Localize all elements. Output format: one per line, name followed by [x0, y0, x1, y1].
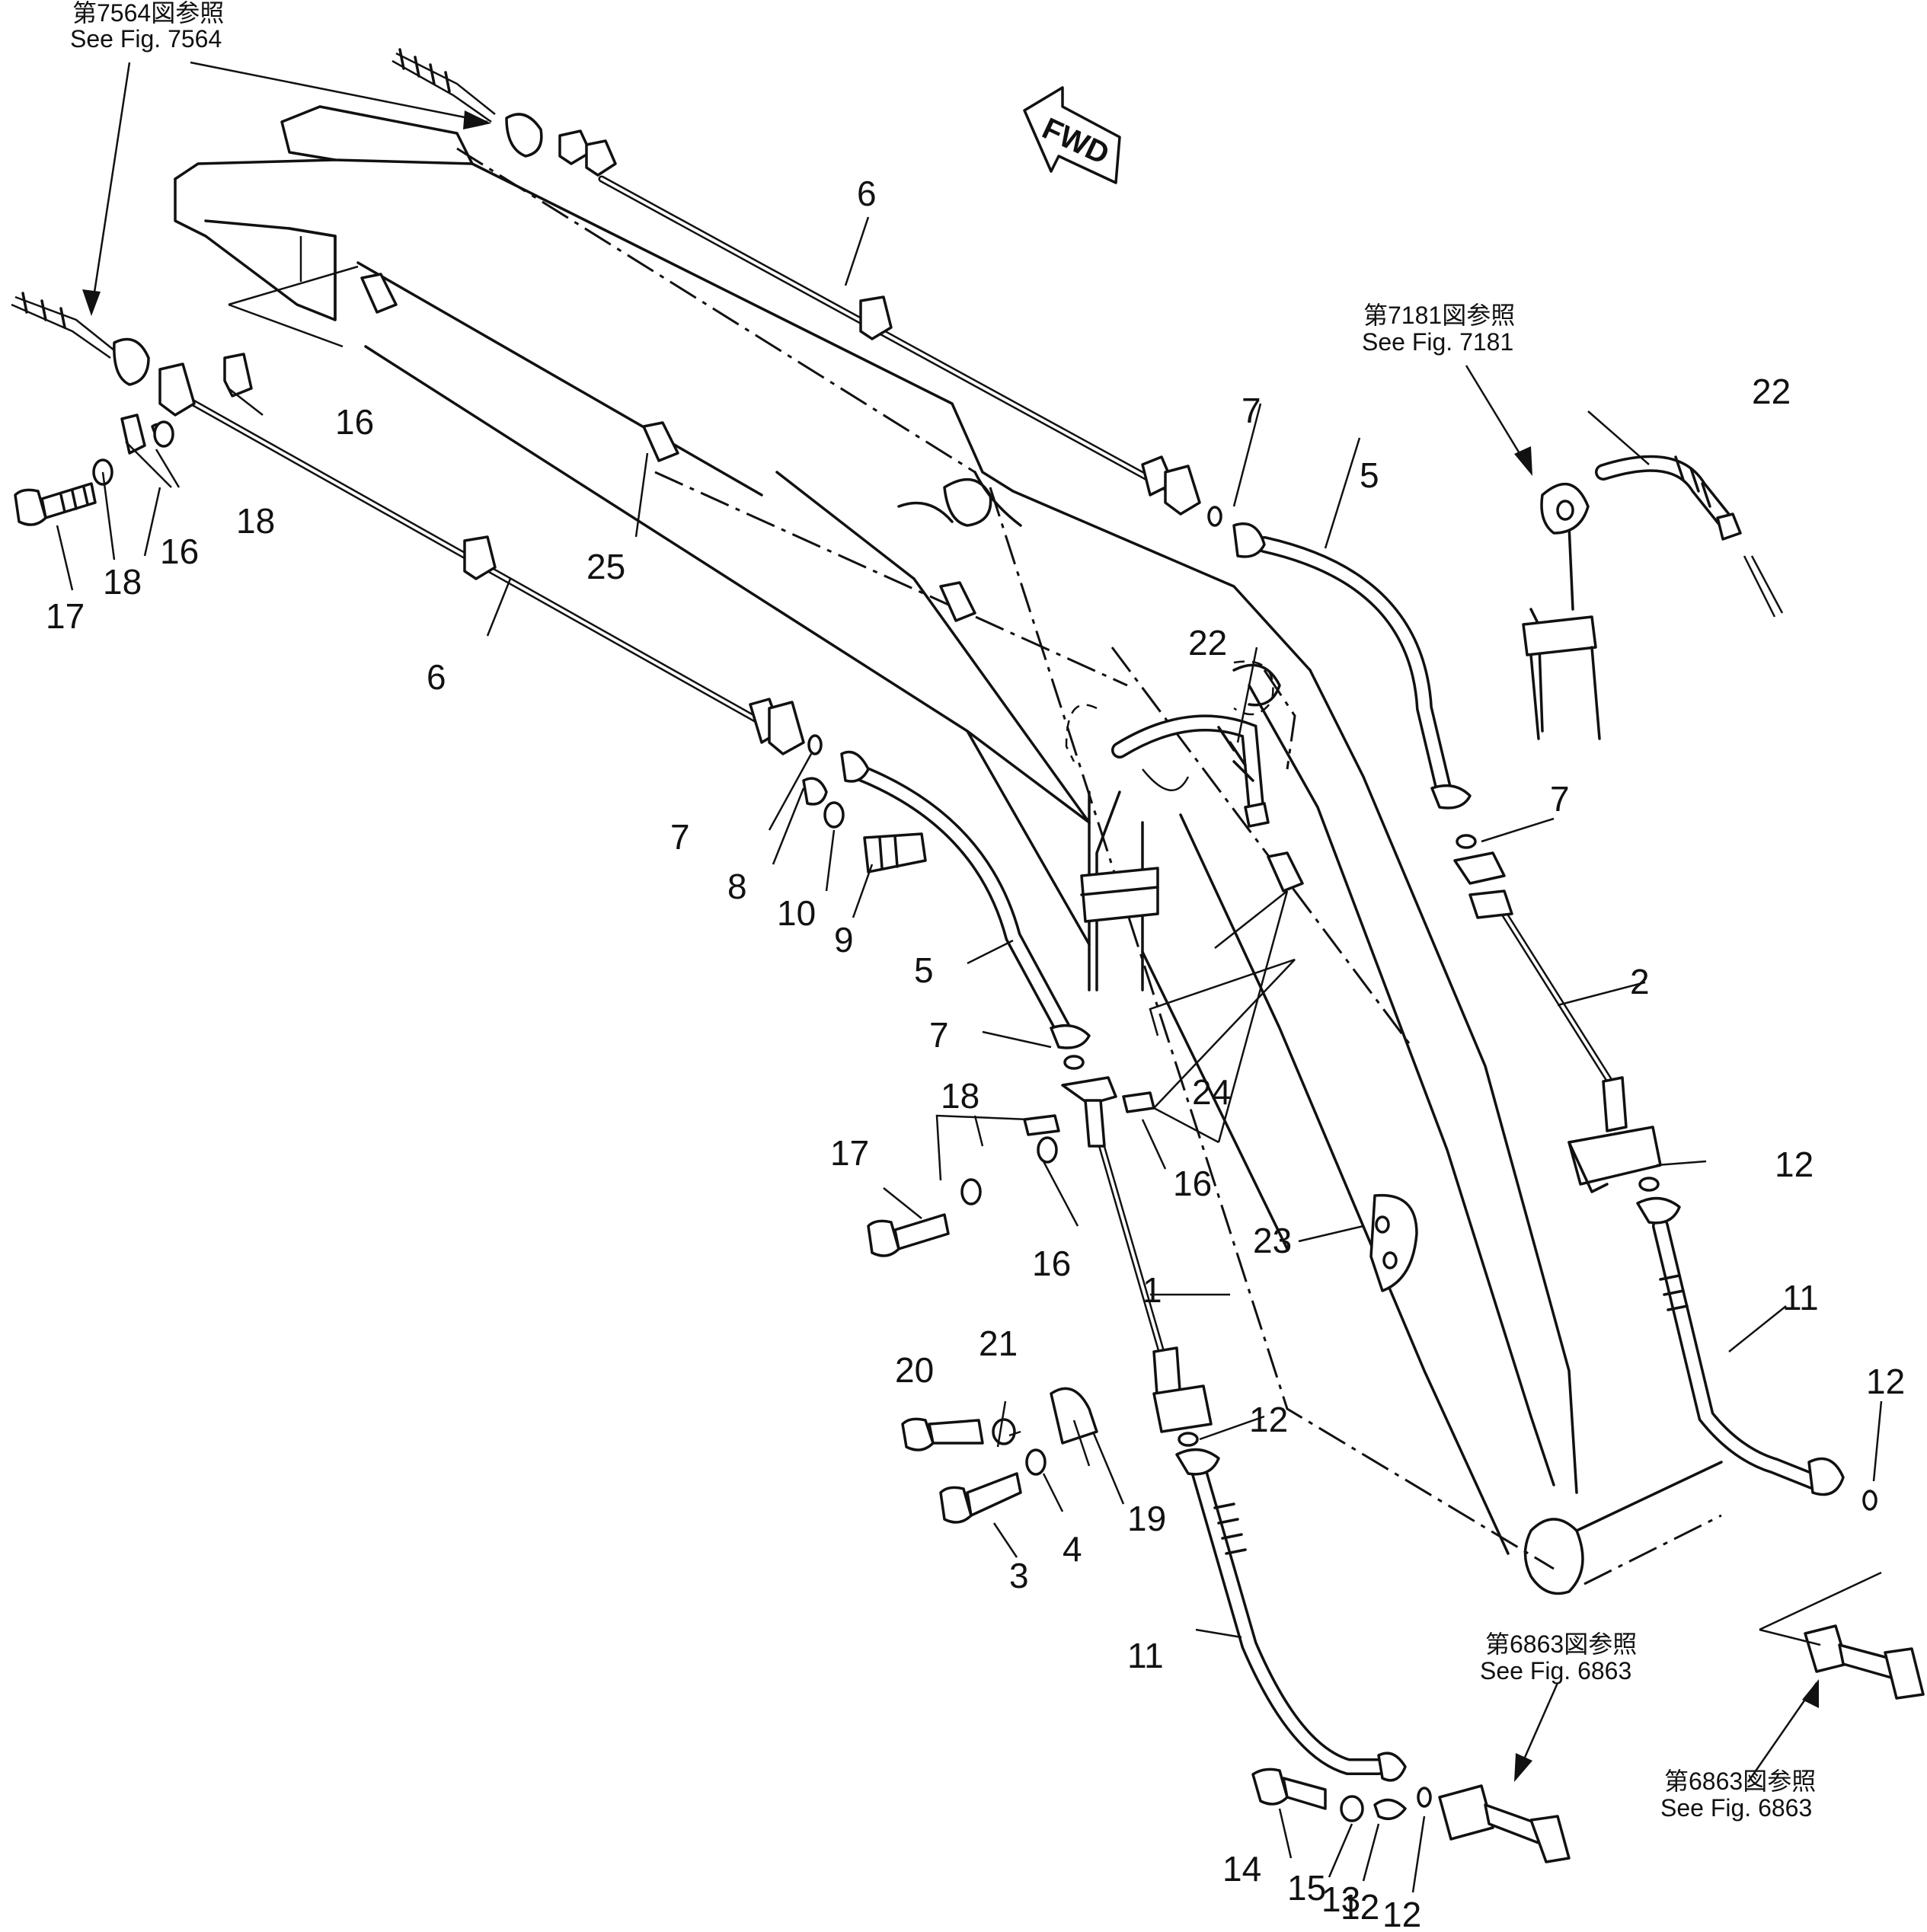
callout: 2: [1630, 962, 1650, 1001]
cylinder-head-lower-left: [11, 292, 150, 386]
callout: 15: [1287, 1868, 1326, 1908]
callout: 16: [160, 532, 199, 571]
bolt-9: [802, 777, 927, 873]
callout: 18: [941, 1076, 979, 1116]
clamp-parts: [120, 273, 1304, 1136]
bolt-17-lower: [867, 1136, 1058, 1257]
bolt-17-upper: [14, 420, 174, 526]
callout: 12: [1341, 1887, 1379, 1927]
callout: 7: [1550, 779, 1570, 819]
callout: 11: [1782, 1278, 1819, 1317]
boom-body: [174, 105, 1723, 1595]
hose-5-left: [840, 750, 1091, 1049]
callout: 9: [834, 920, 854, 960]
callout: 24: [1192, 1072, 1231, 1112]
callout: 4: [1063, 1529, 1082, 1569]
callout: 14: [1222, 1849, 1261, 1889]
callout: 16: [1032, 1244, 1071, 1283]
callout: 12: [1775, 1145, 1814, 1184]
callout: 6: [427, 657, 446, 697]
callout: 25: [586, 547, 625, 586]
callout: 12: [1249, 1400, 1288, 1439]
hose-11-left: [1175, 1448, 1407, 1782]
o-rings: [807, 506, 1660, 1447]
callout: 22: [1752, 372, 1791, 411]
callout: 19: [1127, 1499, 1166, 1538]
callout: 3: [1009, 1556, 1029, 1595]
callout: 5: [914, 950, 934, 990]
callout: 18: [103, 562, 142, 602]
hose-22-right: [1540, 455, 1784, 618]
callout: 13: [1321, 1879, 1360, 1919]
callout: 7: [929, 1015, 949, 1055]
callout: 7: [670, 817, 690, 857]
reference-label-6863-b: 第6863図参照 See Fig. 6863: [1660, 1768, 1816, 1822]
plate-23: [1369, 1193, 1418, 1292]
callout: 1: [1142, 1270, 1162, 1310]
callout: 20: [895, 1350, 934, 1390]
reference-label-7181: 第7181図参照 See Fig. 7181: [1362, 302, 1515, 356]
reference-arrowheads: [82, 110, 1819, 1782]
callout: 12: [1382, 1895, 1421, 1932]
tube-6-upper: [558, 129, 1201, 516]
callout: 17: [830, 1133, 869, 1173]
leader-lines: [56, 61, 1883, 1893]
reference-jp: 第6863図参照: [1485, 1630, 1637, 1658]
callout-numbers: 1 2 3 4 5 5 6 6 7 7 7 7 8 9 10 11 11 12 …: [46, 174, 1905, 1932]
cylinder-head-upper-left: [391, 48, 543, 158]
callout: 7: [1242, 391, 1261, 430]
callout: 23: [1253, 1221, 1292, 1260]
callout: 18: [236, 501, 275, 541]
callout: 8: [727, 867, 747, 906]
fwd-arrow: FWD: [1023, 86, 1121, 184]
reference-en: See Fig. 6863: [1480, 1657, 1631, 1685]
callout: 21: [979, 1324, 1018, 1363]
callout: 10: [777, 893, 816, 933]
reference-en: See Fig. 6863: [1660, 1794, 1812, 1822]
callout: 16: [335, 402, 374, 442]
callout: 12: [1866, 1362, 1905, 1401]
bolt-20-3: [901, 1387, 1098, 1524]
flange-6863-lower: [1438, 1784, 1571, 1863]
callout: 5: [1360, 455, 1379, 495]
bolt-14: [1251, 1768, 1432, 1822]
callout: 6: [857, 174, 877, 213]
reference-jp: 第6863図参照: [1664, 1768, 1816, 1795]
callout: 22: [1188, 623, 1227, 663]
hose-22-left: [1111, 714, 1270, 828]
callout: 17: [46, 596, 85, 636]
reference-en: See Fig. 7564: [70, 25, 222, 53]
flange-6863-right: [1804, 1624, 1925, 1700]
reference-label-6863-a: 第6863図参照 See Fig. 6863: [1480, 1630, 1637, 1685]
tube-2: [1453, 851, 1662, 1193]
callout: 16: [1173, 1164, 1212, 1203]
reference-jp: 第7564図参照: [72, 0, 224, 27]
reference-en: See Fig. 7181: [1362, 328, 1513, 356]
hose-11-right: [1636, 1196, 1877, 1511]
tube-6-lower: [158, 362, 805, 755]
tube-1: [1061, 1076, 1213, 1433]
reference-label-7564: 第7564図参照 See Fig. 7564: [70, 0, 224, 53]
callout: 11: [1127, 1636, 1164, 1675]
reference-jp: 第7181図参照: [1363, 302, 1515, 329]
hose-5-right: [1232, 522, 1472, 810]
